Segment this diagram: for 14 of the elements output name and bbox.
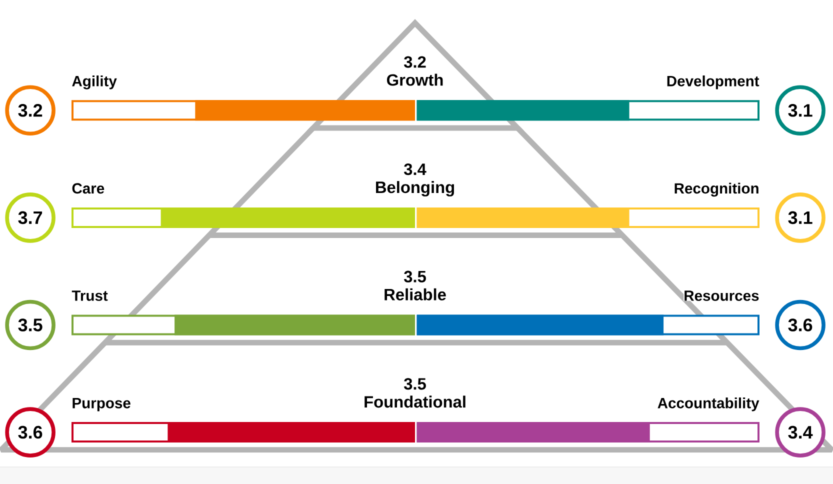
tier-heading: 3.4 Belonging	[376, 164, 454, 196]
tier-heading: 3.5 Foundational	[364, 378, 466, 408]
bar-label: Development	[666, 75, 760, 90]
tier-heading: 3.2 Growth	[386, 56, 443, 86]
node-label: 3.6	[18, 426, 42, 439]
bar-label: Purpose	[72, 398, 131, 412]
bar-label: Care	[72, 183, 105, 194]
bar-label: Accountability	[657, 397, 760, 412]
bar-label: Trust	[72, 290, 108, 301]
node-label: 3.4	[788, 426, 813, 439]
tier-heading: 3.5 Reliable	[384, 270, 446, 300]
bar-label: Agility	[72, 75, 117, 90]
bar-label: Recognition	[674, 182, 760, 197]
bar-label: Resources	[684, 290, 760, 301]
